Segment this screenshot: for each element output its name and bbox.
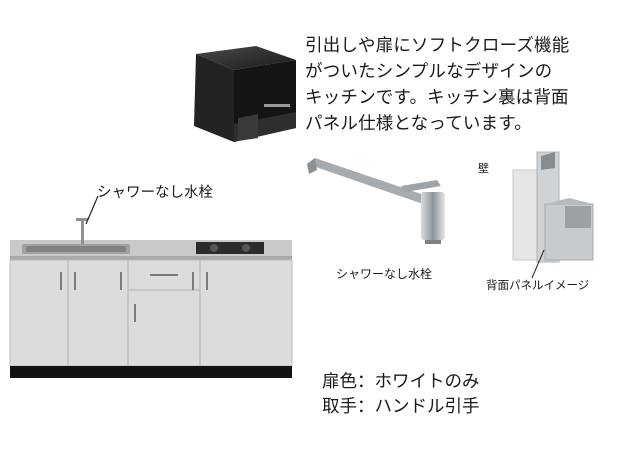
- spec-list: 扉色：ホワイトのみ 取手：ハンドル引手: [322, 370, 480, 420]
- spec-handle: 取手：ハンドル引手: [322, 397, 480, 417]
- main-faucet-label: シャワーなし水栓: [97, 185, 213, 201]
- kitchen-description: 引出しや扉にソフトクローズ機能 がついたシンプルなデザインの キッチンです。キッ…: [305, 36, 570, 134]
- wall-label: 壁: [478, 162, 489, 175]
- kitchen-unit-icon: [9, 218, 293, 378]
- back-panel-label: 背面パネルイメージ: [486, 278, 590, 292]
- range-hood-icon: [194, 46, 296, 142]
- back-panel-leader: [531, 249, 545, 279]
- main-faucet-leader: [85, 195, 99, 225]
- back-panel-icon: [512, 151, 594, 263]
- faucet-detail-label: シャワーなし水栓: [336, 267, 433, 281]
- faucet-icon: [307, 158, 445, 244]
- spec-door-color: 扉色：ホワイトのみ: [322, 372, 480, 392]
